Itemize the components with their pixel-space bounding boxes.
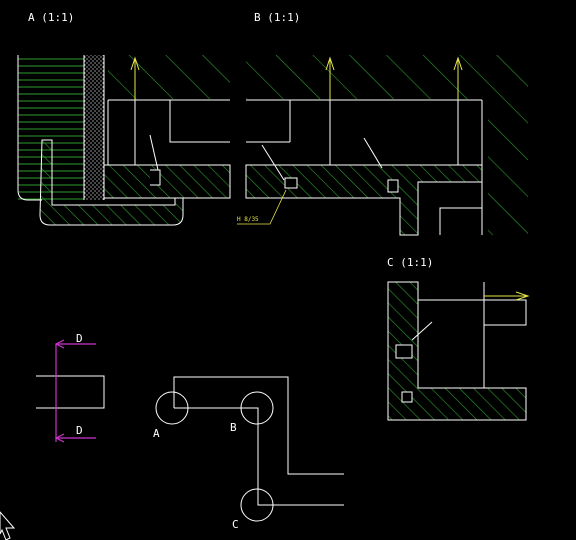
point-c-label: C xyxy=(232,518,239,531)
section-d-bottom-label: D xyxy=(76,424,83,437)
section-d-view xyxy=(36,339,105,443)
tolerance-note: H 8/35 xyxy=(237,216,259,223)
cursor-icon xyxy=(0,511,16,540)
detail-view-b xyxy=(237,55,528,236)
detail-view-a xyxy=(17,55,231,226)
point-a-circle xyxy=(155,391,189,425)
section-d-top-label: D xyxy=(76,332,83,345)
insulation-strip-a xyxy=(84,55,104,200)
layout-sketch xyxy=(155,376,344,522)
top-hatch-a xyxy=(108,55,230,99)
point-c-circle xyxy=(240,488,274,522)
point-b-circle xyxy=(240,391,274,425)
detail-view-c xyxy=(387,281,530,421)
top-hatch-b xyxy=(246,55,482,99)
point-b-label: B xyxy=(230,421,237,434)
view-c-title: C (1:1) xyxy=(387,256,433,269)
view-a-title: A (1:1) xyxy=(28,11,74,24)
view-b-title: B (1:1) xyxy=(254,11,300,24)
point-a-label: A xyxy=(153,427,160,440)
